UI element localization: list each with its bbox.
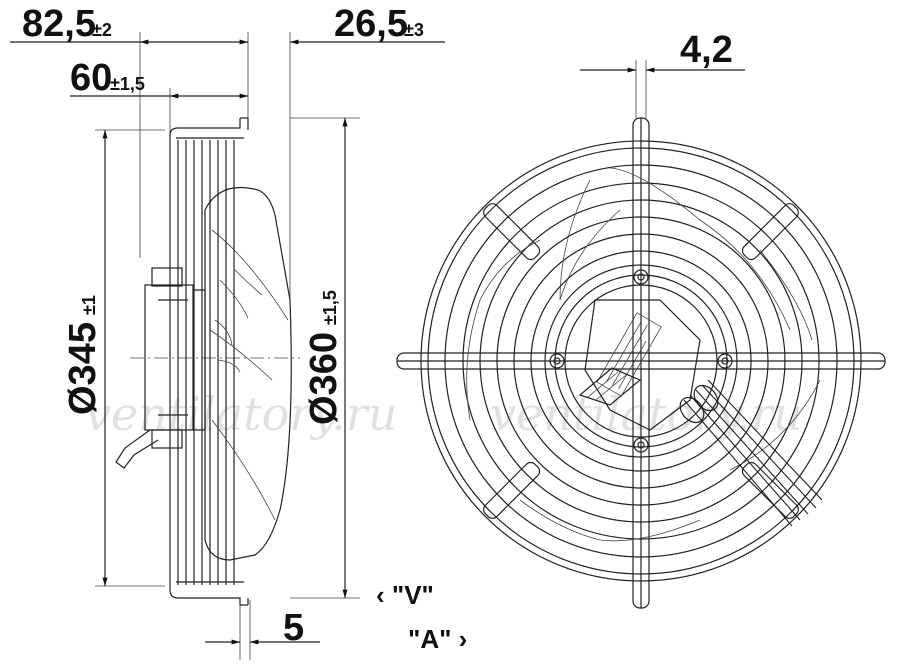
dim-4-2-value: 4,2 <box>680 29 733 71</box>
dimension-82-5: 82,5 ±2 <box>22 3 112 45</box>
dim-345-tolerance: ±1 <box>79 295 99 315</box>
dim-60-tolerance: ±1,5 <box>110 74 145 94</box>
watermark-left: ventilatory.ru <box>85 387 397 441</box>
dimension-26-5: 26,5 ±3 <box>334 3 424 45</box>
view-label-v: ‹ "V" <box>376 580 434 610</box>
dimension-345: Ø345 ±1 <box>62 295 104 415</box>
dimension-360: Ø360 ±1,5 <box>303 290 345 425</box>
dim-345-value: Ø345 <box>62 322 104 415</box>
side-view <box>10 32 445 660</box>
dim-82-5-value: 82,5 <box>22 3 96 45</box>
watermark-right: ventilatory.ru <box>490 387 802 441</box>
dim-26-5-value: 26,5 <box>334 3 408 45</box>
dimension-60: 60 ±1,5 <box>70 57 145 99</box>
view-label-a: "A" › <box>408 624 467 654</box>
dim-360-tolerance: ±1,5 <box>320 290 340 325</box>
dim-360-value: Ø360 <box>303 332 345 425</box>
front-view <box>396 60 886 609</box>
dim-26-5-tolerance: ±3 <box>404 20 424 40</box>
dimension-4-2: 4,2 <box>680 29 733 71</box>
dim-82-5-tolerance: ±2 <box>92 20 112 40</box>
dimension-5: 5 <box>283 607 304 649</box>
dim-5-value: 5 <box>283 607 304 649</box>
dim-60-value: 60 <box>70 57 112 99</box>
